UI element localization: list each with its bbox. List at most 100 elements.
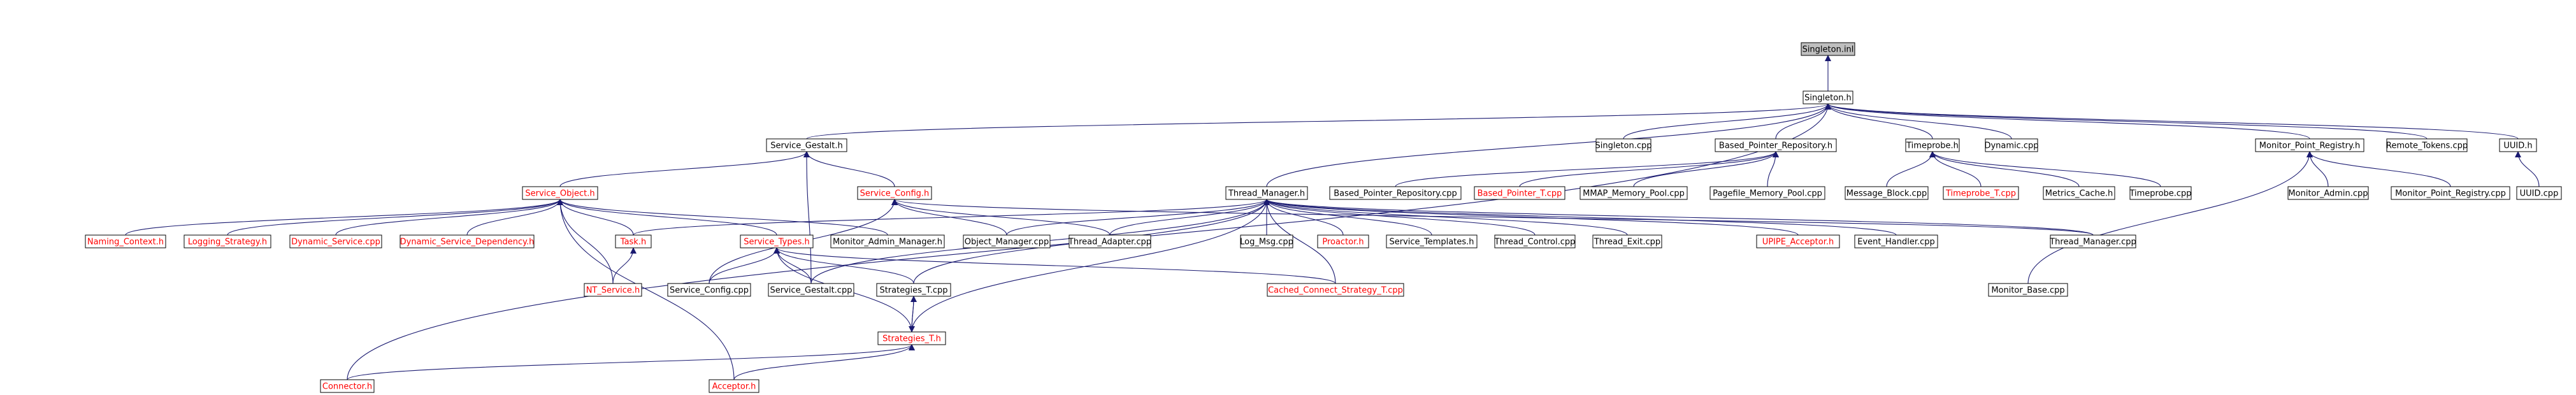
node-singleton-inl[interactable]: Singleton.inl	[1801, 42, 1855, 56]
node-remote-tokens-cpp[interactable]: Remote_Tokens.cpp	[2386, 138, 2468, 152]
node-service-templates-h[interactable]: Service_Templates.h	[1386, 234, 1478, 248]
node-monitor-point-registry-h[interactable]: Monitor_Point_Registry.h	[2255, 138, 2364, 152]
node-logging-strategy-h[interactable]: Logging_Strategy.h	[183, 234, 271, 248]
node-label: Thread_Manager.h	[1228, 189, 1305, 199]
node-message-block-cpp[interactable]: Message_Block.cpp	[1845, 186, 1929, 200]
node-timeprobe-h[interactable]: Timeprobe.h	[1905, 138, 1960, 152]
node-box	[768, 283, 854, 297]
node-based-pointer-repository-h[interactable]: Based_Pointer_Repository.h	[1715, 138, 1837, 152]
node-dynamic-service-cpp[interactable]: Dynamic_Service.cpp	[289, 234, 382, 248]
node-singleton-h[interactable]: Singleton.h	[1802, 90, 1853, 104]
node-log-msg-cpp[interactable]: Log_Msg.cpp	[1240, 234, 1293, 248]
node-connector-h[interactable]: Connector.h	[320, 379, 375, 393]
edge-service_config_cpp-to-service_types_h	[709, 247, 780, 284]
node-thread-adapter-cpp[interactable]: Thread_Adapter.cpp	[1068, 234, 1151, 248]
node-label: Dynamic_Service_Dependency.h	[400, 238, 535, 247]
edge-message_block_cpp-to-timeprobe_h	[1886, 151, 1936, 187]
edge-connector_h-to-strategies_t_h	[347, 344, 915, 380]
node-dynamic-service-dependency-h[interactable]: Dynamic_Service_Dependency.h	[399, 234, 535, 248]
node-label: Singleton.h	[1804, 94, 1852, 103]
edge-thread_manager_cpp-to-thread_manager_h	[1263, 199, 2094, 236]
edge-task_h-to-thread_manager_h	[633, 199, 1270, 236]
node-box	[1854, 234, 1938, 248]
node-nt-service-h[interactable]: NT_Service.h	[584, 283, 642, 297]
node-thread-control-cpp[interactable]: Thread_Control.cpp	[1494, 234, 1576, 248]
node-timeprobe-t-cpp[interactable]: Timeprobe_T.cpp	[1943, 186, 2019, 200]
node-based-pointer-t-cpp[interactable]: Based_Pointer_T.cpp	[1474, 186, 1565, 200]
node-monitor-admin-cpp[interactable]: Monitor_Admin.cpp	[2287, 186, 2369, 200]
node-label: Dynamic_Service.cpp	[291, 238, 380, 247]
node-strategies-t-h[interactable]: Strategies_T.h	[877, 331, 946, 345]
node-label: Monitor_Point_Registry.h	[2259, 141, 2360, 151]
node-box	[1240, 234, 1293, 248]
node-label: Thread_Exit.cpp	[1594, 238, 1660, 247]
node-metrics-cache-h[interactable]: Metrics_Cache.h	[2043, 186, 2115, 200]
node-timeprobe-cpp[interactable]: Timeprobe.cpp	[2129, 186, 2192, 200]
node-acceptor-h[interactable]: Acceptor.h	[709, 379, 759, 393]
node-service-config-h[interactable]: Service_Config.h	[857, 186, 932, 200]
edge-monitor_base_cpp-to-monitor_point_registry_h	[2027, 151, 2313, 284]
node-box	[667, 283, 751, 297]
node-naming-context-h[interactable]: Naming_Context.h	[85, 234, 166, 248]
node-thread-exit-cpp[interactable]: Thread_Exit.cpp	[1592, 234, 1662, 248]
node-box	[740, 234, 814, 248]
node-box	[522, 186, 598, 200]
node-label: Singleton.inl	[1802, 45, 1854, 55]
node-box	[1802, 90, 1853, 104]
node-proactor-h[interactable]: Proactor.h	[1317, 234, 1369, 248]
node-strategies-t-cpp[interactable]: Strategies_T.cpp	[876, 283, 951, 297]
node-box	[183, 234, 271, 248]
edge-cached_connect_strategy_t_cpp-to-service_types_h	[774, 247, 1336, 284]
node-monitor-admin-manager-h[interactable]: Monitor_Admin_Manager.h	[830, 234, 945, 248]
node-object-manager-cpp[interactable]: Object_Manager.cpp	[963, 234, 1051, 248]
node-service-config-cpp[interactable]: Service_Config.cpp	[667, 283, 751, 297]
node-mmap-memory-pool-cpp[interactable]: MMAP_Memory_Pool.cpp	[1579, 186, 1688, 200]
edge-acceptor_h-to-strategies_t_h	[733, 344, 915, 380]
edge-monitor_admin_cpp-to-monitor_point_registry_h	[2306, 151, 2329, 187]
node-thread-manager-h[interactable]: Thread_Manager.h	[1225, 186, 1308, 200]
edge-object_manager_cpp-to-thread_manager_h	[1006, 199, 1270, 236]
node-label: Strategies_T.h	[882, 334, 941, 344]
node-service-gestalt-h[interactable]: Service_Gestalt.h	[766, 138, 847, 152]
node-label: Monitor_Admin_Manager.h	[833, 238, 942, 247]
edge-monitor_point_registry_cpp-to-monitor_point_registry_h	[2306, 151, 2451, 187]
node-label: Timeprobe_T.cpp	[1945, 189, 2016, 199]
node-upipe-acceptor-h[interactable]: UPIPE_Acceptor.h	[1756, 234, 1840, 248]
edge-service_config_h-to-service_gestalt_h	[803, 151, 895, 187]
node-label: Monitor_Admin.cpp	[2288, 189, 2368, 199]
node-dynamic-cpp[interactable]: Dynamic.cpp	[1984, 138, 2039, 152]
node-label: Thread_Manager.cpp	[2049, 238, 2136, 247]
node-service-types-h[interactable]: Service_Types.h	[740, 234, 814, 248]
node-label: Strategies_T.cpp	[879, 286, 947, 296]
node-box	[1756, 234, 1840, 248]
node-service-object-h[interactable]: Service_Object.h	[522, 186, 598, 200]
node-label: NT_Service.h	[586, 286, 640, 296]
node-box	[2287, 186, 2369, 200]
node-task-h[interactable]: Task.h	[615, 234, 652, 248]
node-event-handler-cpp[interactable]: Event_Handler.cpp	[1854, 234, 1938, 248]
node-box	[2129, 186, 2192, 200]
node-label: Service_Types.h	[744, 238, 810, 247]
node-monitor-point-registry-cpp[interactable]: Monitor_Point_Registry.cpp	[2391, 186, 2510, 200]
node-monitor-base-cpp[interactable]: Monitor_Base.cpp	[1988, 283, 2068, 297]
node-box	[584, 283, 642, 297]
node-box	[963, 234, 1051, 248]
node-uuid-cpp[interactable]: UUID.cpp	[2516, 186, 2562, 200]
node-singleton-cpp[interactable]: Singleton.cpp	[1595, 138, 1652, 152]
node-box	[1709, 186, 1825, 200]
edge-service_types_h-to-service_object_h	[557, 199, 777, 236]
edge-dynamic_service_dependency_h-to-service_object_h	[466, 199, 563, 236]
node-thread-manager-cpp[interactable]: Thread_Manager.cpp	[2049, 234, 2136, 248]
node-cached-connect-strategy-t-cpp[interactable]: Cached_Connect_Strategy_T.cpp	[1267, 283, 1404, 297]
node-pagefile-memory-pool-cpp[interactable]: Pagefile_Memory_Pool.cpp	[1709, 186, 1825, 200]
node-box	[399, 234, 535, 248]
node-uuid-h[interactable]: UUID.h	[2499, 138, 2537, 152]
node-label: Logging_Strategy.h	[188, 238, 267, 247]
node-box	[766, 138, 847, 152]
node-based-pointer-repository-cpp[interactable]: Based_Pointer_Repository.cpp	[1329, 186, 1462, 200]
node-service-gestalt-cpp[interactable]: Service_Gestalt.cpp	[768, 283, 854, 297]
node-label: Service_Gestalt.cpp	[770, 286, 853, 296]
node-box	[1592, 234, 1662, 248]
edge-thread_manager_h-to-singleton_h	[1266, 103, 1831, 187]
node-box	[1329, 186, 1462, 200]
